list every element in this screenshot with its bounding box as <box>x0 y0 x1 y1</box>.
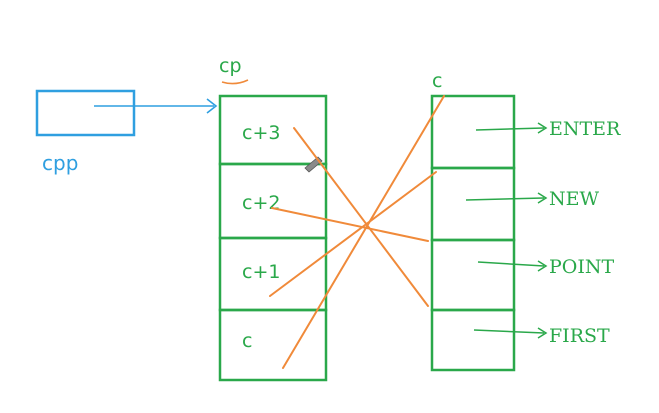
line-c1-to-new <box>269 171 437 297</box>
string-point: POINT <box>549 256 614 278</box>
arrow-enter <box>475 127 545 131</box>
c-cell-0 <box>430 94 516 170</box>
arrow-new <box>465 197 545 201</box>
c-cell-2 <box>430 238 516 312</box>
line-c2-to-point <box>271 207 429 242</box>
cp-array: c+3 c+2 c+1 c <box>218 94 328 382</box>
cp-cell-text-3: c <box>242 330 252 352</box>
cp-cell-3 <box>218 308 328 382</box>
cp-underline <box>221 79 249 85</box>
arrow-point <box>477 261 545 267</box>
line-c-to-enter <box>282 95 445 369</box>
cp-cell-text-0: c+3 <box>242 122 280 144</box>
arrow-first <box>473 329 545 334</box>
string-first: FIRST <box>549 325 610 347</box>
arrowhead-enter <box>537 122 548 134</box>
cpp-box <box>35 89 136 137</box>
arrowhead-new <box>537 192 548 204</box>
string-enter: ENTER <box>549 118 621 140</box>
arrowhead-first <box>537 327 548 339</box>
cp-cell-text-2: c+1 <box>242 261 280 283</box>
arrowhead-point <box>537 260 548 272</box>
line-c3-to-first <box>293 127 429 307</box>
c-string-arrows <box>465 122 548 339</box>
c-cell-1 <box>430 166 516 242</box>
c-cell-3 <box>430 308 516 372</box>
cp-cell-text-1: c+2 <box>242 192 280 214</box>
string-new: NEW <box>549 188 599 210</box>
c-label: c <box>432 70 442 92</box>
cp-label: cp <box>219 55 242 77</box>
cpp-label: cpp <box>42 151 78 175</box>
cpp-arrowhead <box>206 98 218 114</box>
c-array <box>430 94 516 372</box>
pointer-lines <box>269 95 445 369</box>
